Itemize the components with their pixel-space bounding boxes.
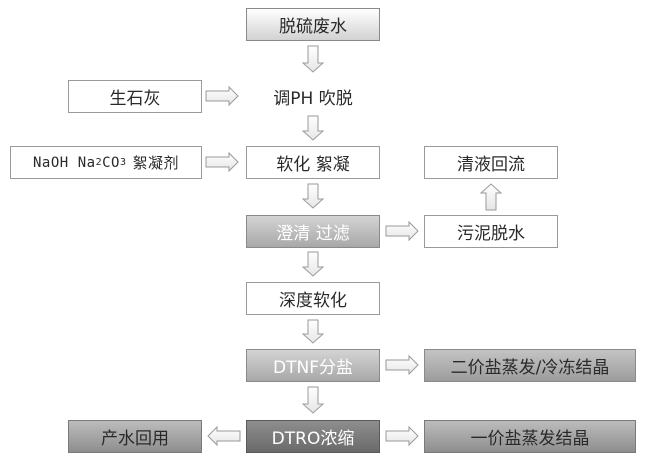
node-adjust-ph: 调PH 吹脱 bbox=[246, 80, 380, 113]
node-desulfurization-wastewater: 脱硫废水 bbox=[246, 8, 380, 41]
node-water-reuse: 产水回用 bbox=[68, 420, 202, 453]
node-label: 生石灰 bbox=[109, 89, 161, 109]
arrow-down-1 bbox=[301, 45, 325, 73]
node-sludge-dewatering: 污泥脱水 bbox=[424, 215, 558, 248]
node-dtnf-salt-separation: DTNF分盐 bbox=[246, 349, 380, 382]
node-divalent-salt: 二价盐蒸发/冷冻结晶 bbox=[424, 349, 636, 382]
reagent-sub-3: 3 bbox=[119, 157, 127, 168]
arrow-right-quicklime bbox=[205, 85, 239, 107]
arrow-right-monovalent bbox=[385, 425, 419, 447]
arrow-left-water-reuse bbox=[207, 425, 241, 447]
reagent-na: Na bbox=[77, 154, 96, 171]
arrow-down-6 bbox=[301, 386, 325, 414]
arrow-down-5 bbox=[301, 319, 325, 344]
reagent-flocculant: 絮凝剂 bbox=[132, 154, 179, 172]
node-deep-softening: 深度软化 bbox=[246, 282, 380, 315]
node-label: 污泥脱水 bbox=[457, 224, 525, 244]
arrow-right-reagents bbox=[205, 151, 239, 173]
node-label: DTNF分盐 bbox=[273, 358, 353, 378]
arrow-up-clear-liquid bbox=[479, 183, 503, 211]
node-softening-flocculation: 软化 絮凝 bbox=[246, 146, 380, 179]
arrow-down-3 bbox=[301, 183, 325, 209]
node-label: 脱硫废水 bbox=[279, 17, 347, 37]
node-label: 深度软化 bbox=[279, 291, 347, 311]
arrow-right-divalent bbox=[385, 354, 419, 376]
reagent-co: CO bbox=[102, 154, 120, 171]
node-label: 二价盐蒸发/冷冻结晶 bbox=[450, 358, 610, 378]
node-monovalent-salt: 一价盐蒸发结晶 bbox=[424, 420, 636, 453]
node-label: 软化 絮凝 bbox=[276, 155, 350, 175]
node-quicklime: 生石灰 bbox=[68, 80, 202, 113]
node-dtro-concentration: DTRO浓缩 bbox=[246, 420, 380, 453]
arrow-down-2 bbox=[301, 115, 325, 141]
node-label: 产水回用 bbox=[101, 429, 169, 449]
reagent-naoh: NaOH bbox=[32, 154, 69, 171]
arrow-right-sludge bbox=[385, 220, 419, 242]
node-clear-liquid-return: 清液回流 bbox=[424, 146, 558, 179]
reagent-sub-2: 2 bbox=[95, 157, 103, 168]
node-label: DTRO浓缩 bbox=[271, 429, 355, 449]
node-clarification-filtration: 澄清 过滤 bbox=[246, 215, 380, 248]
node-label: 清液回流 bbox=[457, 155, 525, 175]
node-label: 澄清 过滤 bbox=[276, 224, 350, 244]
arrow-down-4 bbox=[301, 251, 325, 277]
node-label: 调PH 吹脱 bbox=[273, 89, 353, 109]
node-label: 一价盐蒸发结晶 bbox=[470, 429, 590, 449]
